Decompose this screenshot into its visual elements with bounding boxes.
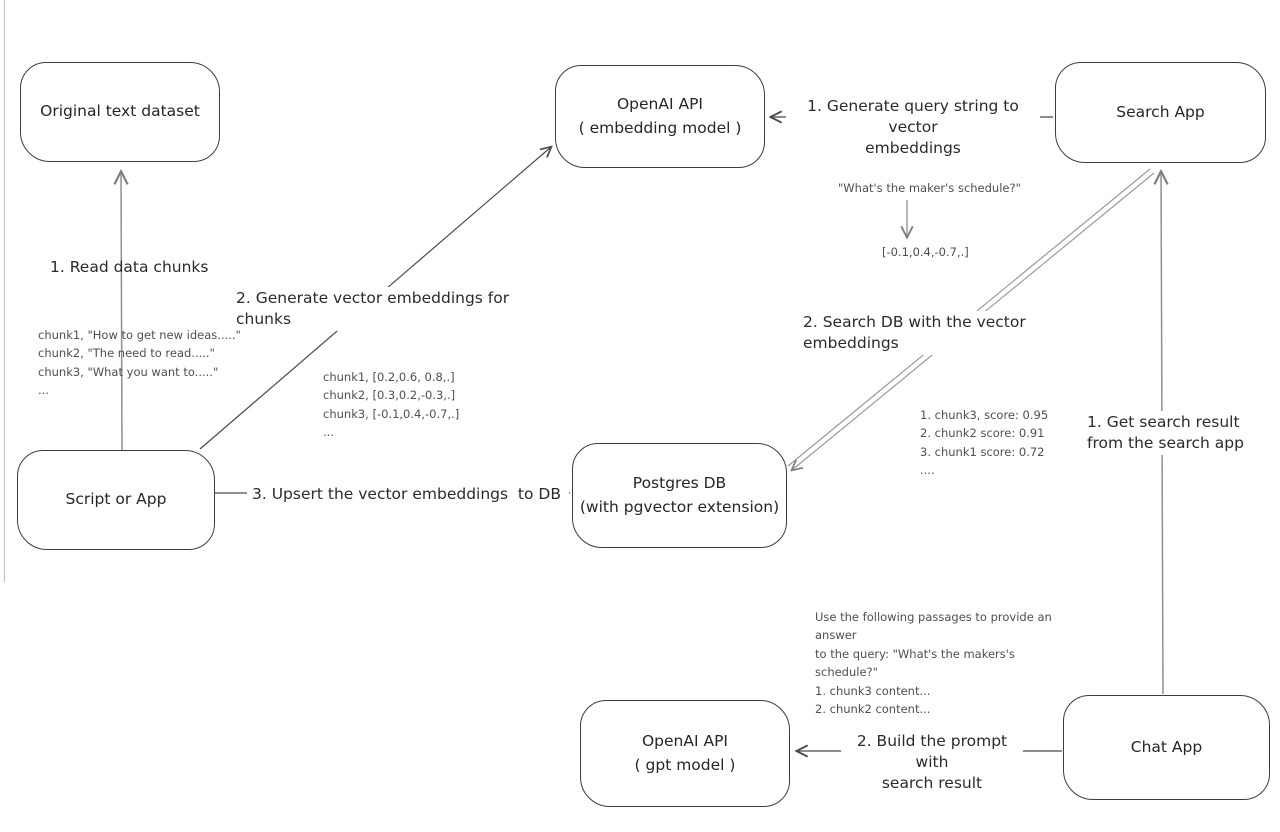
label-upsert-to-db: 3. Upsert the vector embeddings to DB (247, 483, 569, 506)
node-openai-embedding-api: OpenAI API ( embedding model ) (555, 65, 765, 168)
annotation-query-string: "What's the maker's schedule?" (838, 181, 1021, 195)
label-get-search-result: 1. Get search result from the search app (1082, 411, 1254, 455)
annotation-chunk-samples: chunk1, "How to get new ideas....." chun… (38, 328, 241, 398)
annotation-search-scores: 1. chunk3, score: 0.95 2. chunk2 score: … (920, 408, 1049, 478)
label-generate-embeddings: 2. Generate vector embeddings for chunks (233, 287, 569, 331)
node-chat-app: Chat App (1063, 695, 1270, 800)
node-openai-gpt-api: OpenAI API ( gpt model ) (580, 700, 790, 807)
label-build-prompt: 2. Build the prompt with search result (841, 730, 1023, 795)
annotation-query-vector: [-0.1,0.4,-0.7,.] (882, 245, 969, 259)
node-search-app: Search App (1055, 62, 1266, 163)
node-script-or-app: Script or App (17, 450, 215, 550)
node-original-text-dataset: Original text dataset (20, 62, 220, 162)
annotation-prompt-preview: Use the following passages to provide an… (815, 610, 1052, 716)
label-read-data-chunks: 1. Read data chunks (50, 258, 209, 276)
node-postgres-db: Postgres DB (with pgvector extension) (572, 443, 787, 548)
label-search-db: 2. Search DB with the vector embeddings (798, 311, 1122, 355)
annotation-chunk-vectors: chunk1, [0.2,0.6, 0.8,.] chunk2, [0.3,0.… (323, 370, 460, 440)
arrow-read-data-chunks (121, 172, 122, 451)
label-query-to-vector: 1. Generate query string to vector embed… (786, 95, 1040, 160)
